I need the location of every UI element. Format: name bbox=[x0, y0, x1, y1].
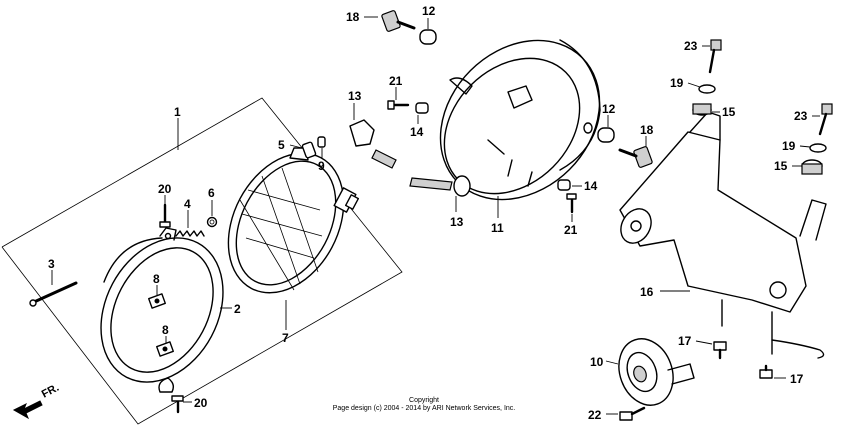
callout-6: 6 bbox=[208, 186, 215, 200]
bolt-22 bbox=[606, 406, 646, 421]
callout-20a: 20 bbox=[158, 182, 172, 196]
callout-11: 11 bbox=[491, 221, 504, 235]
horn-10 bbox=[605, 338, 695, 406]
bolt-23b bbox=[812, 103, 833, 136]
bolt-17b bbox=[759, 364, 786, 379]
callout-8b: 8 bbox=[162, 323, 169, 337]
copyright-line-2: Page design (c) 2004 - 2014 by ARI Netwo… bbox=[333, 405, 516, 412]
rubber-15a bbox=[692, 103, 720, 116]
copyright-line-1: Copyright bbox=[409, 397, 439, 404]
callout-8a: 8 bbox=[153, 272, 160, 286]
callout-14a: 14 bbox=[410, 125, 424, 139]
headlight-rim-2 bbox=[100, 227, 232, 393]
clip-nut-8a bbox=[148, 285, 166, 309]
assembly-box bbox=[1, 97, 403, 425]
callout-3: 3 bbox=[48, 257, 55, 271]
callout-14b: 14 bbox=[584, 179, 598, 193]
callout-4: 4 bbox=[184, 197, 191, 211]
callout-19b: 19 bbox=[782, 139, 796, 153]
callout-21a: 21 bbox=[389, 74, 403, 88]
callout-17a: 17 bbox=[678, 334, 692, 348]
callout-12a: 12 bbox=[422, 4, 436, 18]
callout-19a: 19 bbox=[670, 76, 684, 90]
grommet-14b bbox=[557, 179, 582, 191]
callout-13a: 13 bbox=[348, 89, 362, 103]
callout-22: 22 bbox=[588, 408, 602, 422]
callout-23b: 23 bbox=[794, 109, 808, 123]
callout-12b: 12 bbox=[602, 102, 616, 116]
callout-18b: 18 bbox=[640, 123, 654, 137]
rubber-15b bbox=[792, 159, 823, 175]
callout-10: 10 bbox=[590, 355, 604, 369]
callout-23a: 23 bbox=[684, 39, 698, 53]
callout-17b: 17 bbox=[790, 372, 804, 386]
callout-7: 7 bbox=[282, 331, 289, 345]
front-direction-label: FR. bbox=[40, 382, 61, 401]
screw-3 bbox=[29, 270, 78, 307]
nut-6 bbox=[206, 200, 218, 228]
callout-20b: 20 bbox=[194, 396, 208, 410]
headlight-unit-7 bbox=[227, 147, 360, 330]
spring-4 bbox=[175, 210, 205, 237]
callout-2: 2 bbox=[234, 302, 241, 316]
callout-9: 9 bbox=[318, 159, 325, 173]
headlight-case-11 bbox=[439, 39, 601, 218]
bolt-18b bbox=[618, 136, 653, 168]
front-direction-indicator bbox=[12, 400, 43, 420]
bracket-16 bbox=[619, 111, 827, 359]
clip-nut-8b bbox=[156, 336, 174, 357]
washer-19a bbox=[687, 82, 716, 94]
collar-12b bbox=[597, 115, 615, 143]
socket-13b bbox=[409, 175, 471, 212]
callout-5: 5 bbox=[278, 138, 285, 152]
screw-21b bbox=[566, 193, 577, 222]
callout-1: 1 bbox=[174, 105, 181, 119]
clip-9 bbox=[317, 136, 326, 158]
callout-15b: 15 bbox=[774, 159, 788, 173]
grommet-14a bbox=[415, 102, 429, 124]
socket-13a bbox=[349, 103, 397, 169]
callout-15a: 15 bbox=[722, 105, 736, 119]
callout-16: 16 bbox=[640, 285, 654, 299]
callout-21b: 21 bbox=[564, 223, 578, 237]
bolt-17a bbox=[695, 340, 727, 360]
clip-5 bbox=[289, 141, 317, 159]
bolt-18a bbox=[364, 10, 416, 32]
callout-18a: 18 bbox=[346, 10, 360, 24]
collar-12a bbox=[419, 18, 437, 45]
screw-21a bbox=[387, 87, 410, 110]
callout-13b: 13 bbox=[450, 215, 464, 229]
screw-20b bbox=[171, 395, 192, 414]
washer-19b bbox=[799, 143, 827, 153]
screw-20a bbox=[159, 195, 171, 228]
bolt-23a bbox=[702, 39, 722, 74]
